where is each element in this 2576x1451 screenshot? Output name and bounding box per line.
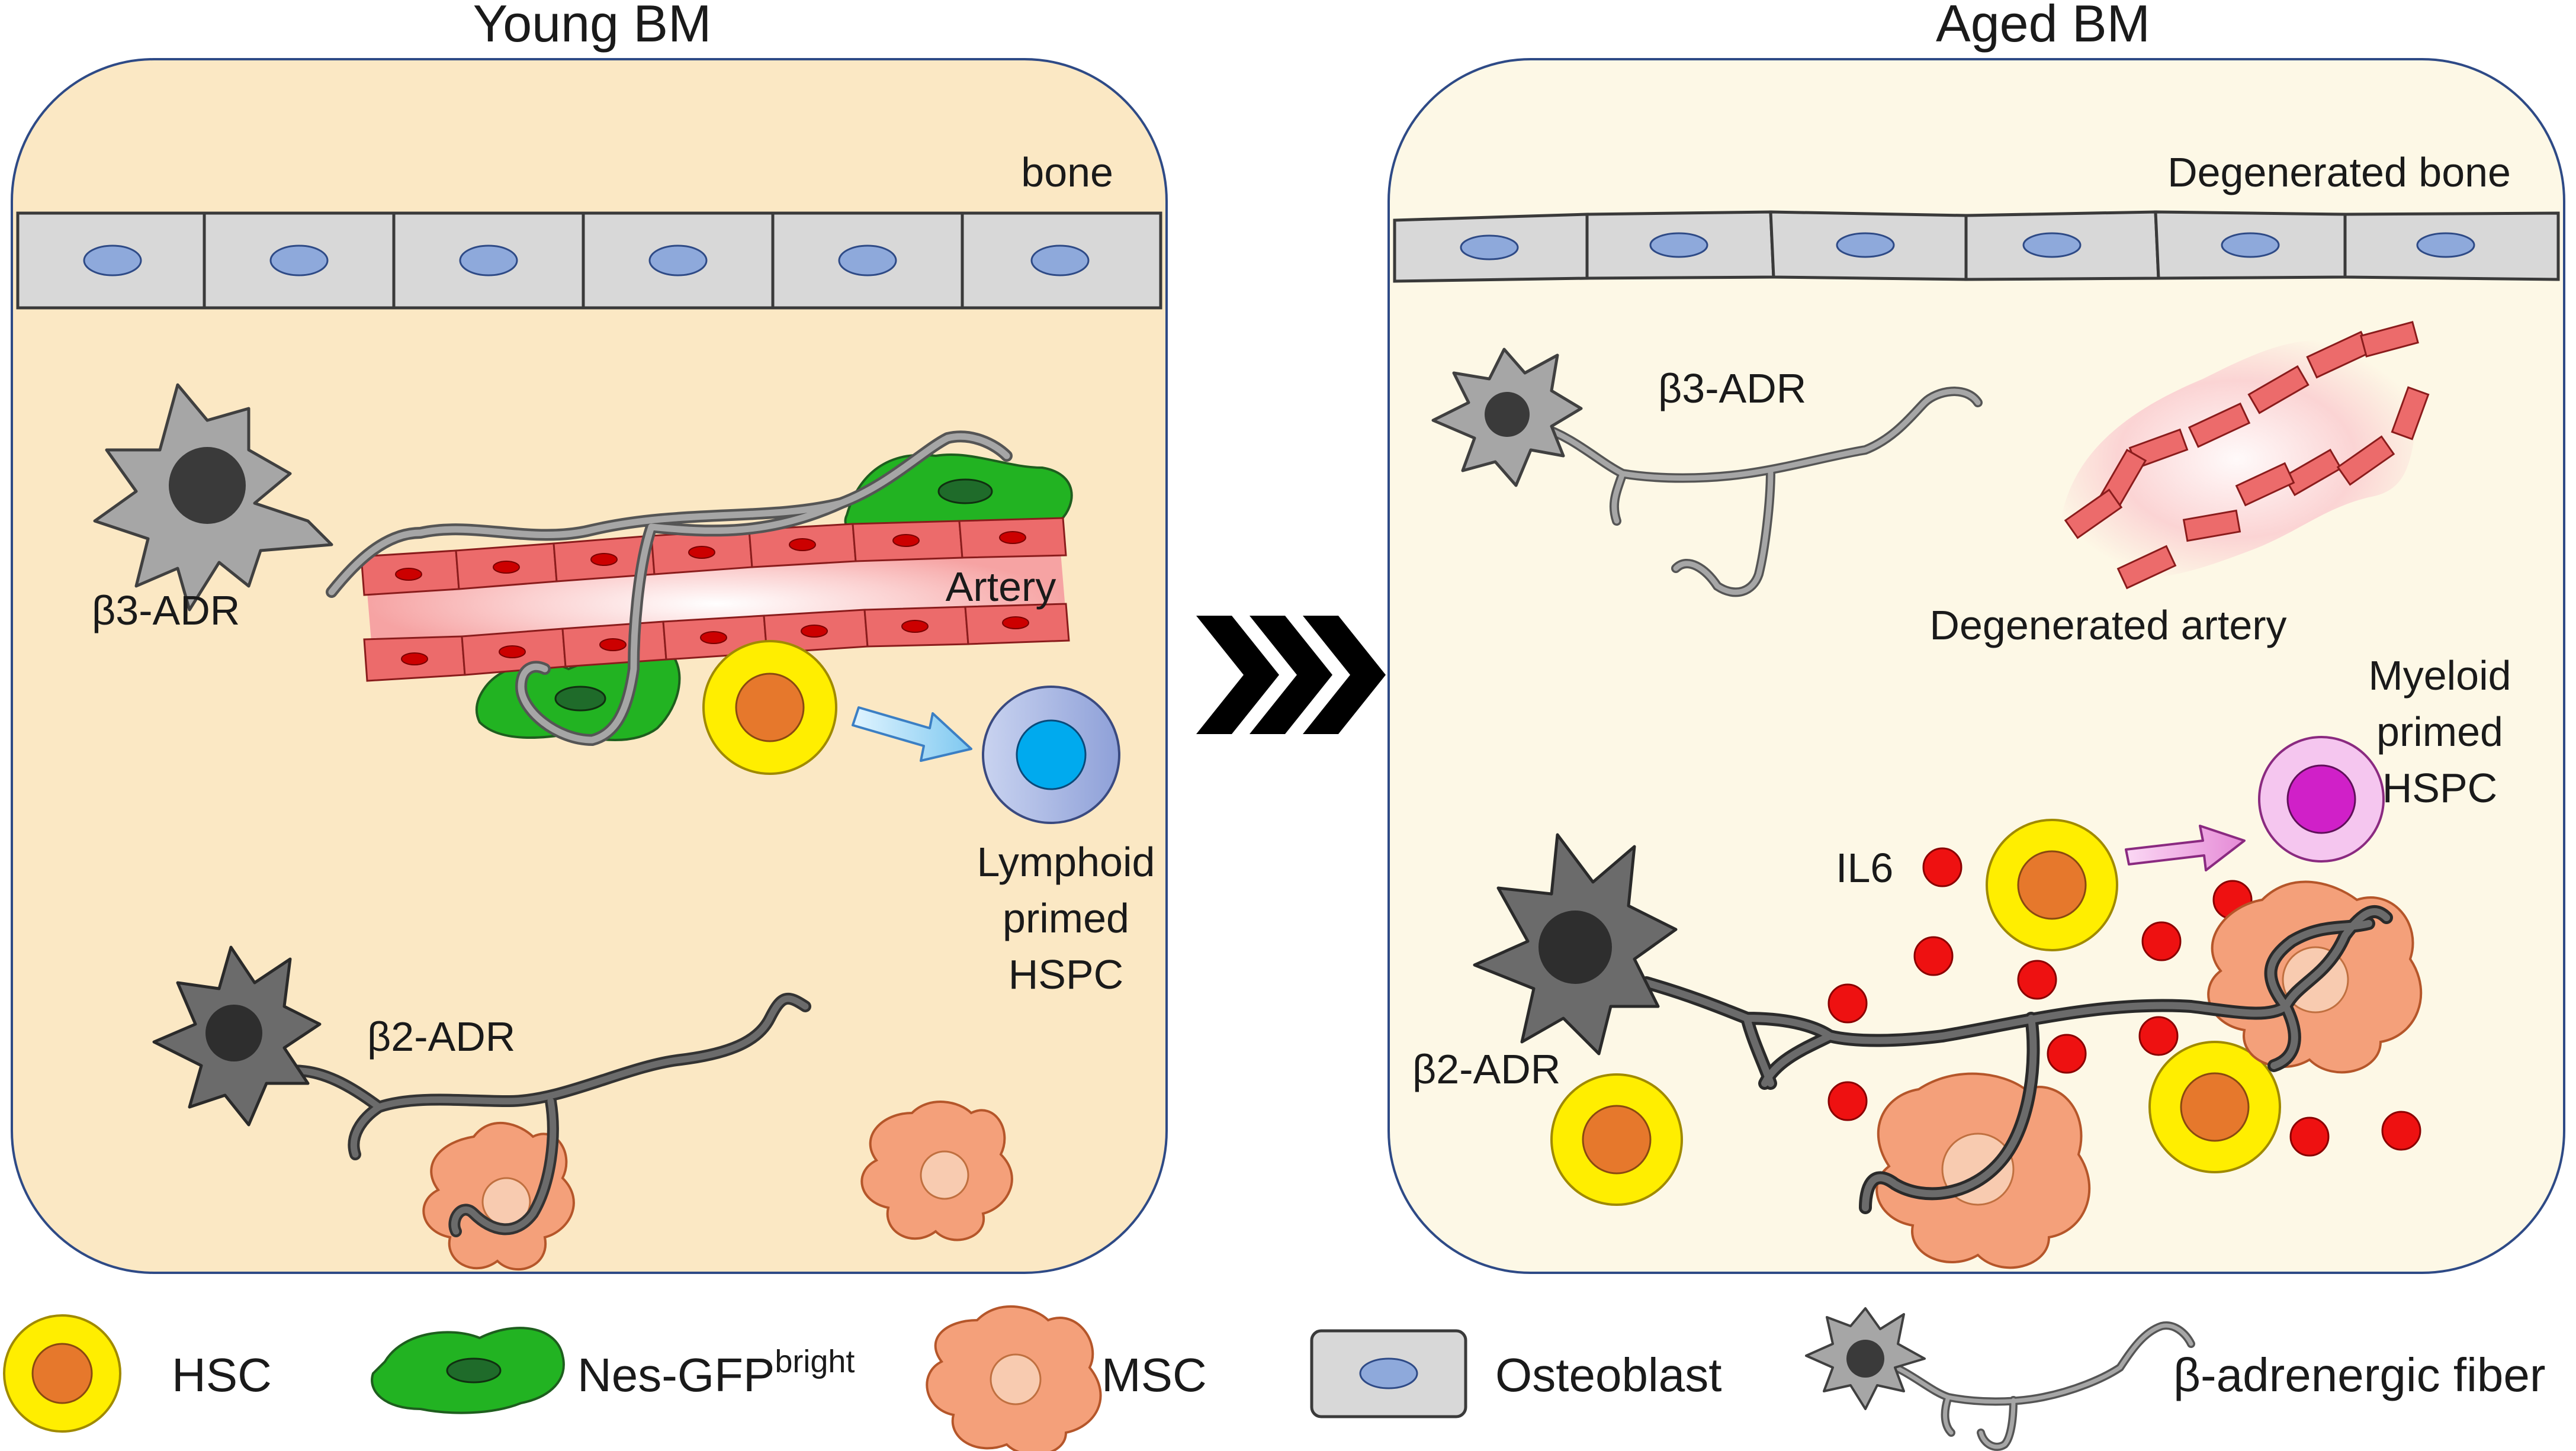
- young-primed-line-2: primed: [1003, 895, 1129, 941]
- young-beta2-neuron: [152, 945, 811, 1237]
- legend-hsc-icon: [3, 1314, 121, 1433]
- young-panel-title: Young BM: [473, 0, 712, 53]
- young-artery-label: Artery: [946, 564, 1056, 610]
- progression-chevrons: [1196, 616, 1386, 734]
- young-differentiation-arrow: [852, 706, 972, 762]
- young-bone-label: bone: [1021, 149, 1113, 195]
- aged-bm-panel: Degenerated bone β3-ADR: [1387, 58, 2565, 1274]
- aged-hsc-2: [1550, 1073, 1683, 1206]
- aged-panel-title: Aged BM: [1936, 0, 2150, 53]
- aged-primed-line-2: primed: [2376, 709, 2503, 755]
- legend-nes-gfp-icon: [371, 1327, 565, 1414]
- legend-nes-gfp-superscript: bright: [775, 1344, 855, 1379]
- aged-differentiation-arrow: [2125, 825, 2246, 871]
- young-hsc: [702, 640, 837, 775]
- nes-gfp-nucleus-top: [937, 478, 993, 504]
- young-beta2-label: β2-ADR: [367, 1014, 515, 1060]
- aged-primed-line-1: Myeloid: [2368, 652, 2511, 699]
- aged-primed-line-3: HSPC: [2382, 765, 2497, 811]
- il6-particles: [1827, 847, 2421, 1157]
- aged-beta3-label: β3-ADR: [1658, 365, 1806, 411]
- young-bone-layer: [16, 211, 1162, 310]
- legend-msc-label: MSC: [1101, 1349, 1207, 1401]
- aged-beta2-neuron: [1473, 833, 2393, 1214]
- aged-hsc-1: [1986, 819, 2118, 951]
- young-beta3-neuron: [93, 383, 1013, 747]
- aged-bone-label: Degenerated bone: [2167, 149, 2511, 195]
- young-primed-line-1: Lymphoid: [977, 839, 1155, 885]
- legend-hsc-label: HSC: [172, 1349, 272, 1401]
- young-primed-line-3: HSPC: [1008, 951, 1123, 998]
- legend: HSC Nes-GFPbright MSC Osteoblast β-adren…: [3, 1305, 2546, 1451]
- young-artery: [360, 517, 1070, 682]
- legend-fiber-label: β-adrenergic fiber: [2173, 1349, 2546, 1401]
- young-beta3-label: β3-ADR: [92, 587, 240, 633]
- legend-nes-gfp-base: Nes-GFP: [577, 1349, 775, 1401]
- degenerated-artery: [2056, 321, 2430, 590]
- legend-nes-gfp-label: Nes-GFPbright: [577, 1344, 855, 1401]
- il6-label: IL6: [1836, 845, 1893, 891]
- legend-osteoblast-label: Osteoblast: [1495, 1349, 1721, 1401]
- myeloid-primed-hspc: [2258, 736, 2385, 863]
- aged-beta3-neuron: [1431, 348, 1983, 597]
- legend-msc-icon: [926, 1305, 1102, 1451]
- aged-artery-label: Degenerated artery: [1929, 602, 2286, 648]
- legend-osteoblast-icon: [1310, 1329, 1467, 1418]
- young-bm-panel: bone: [11, 58, 1168, 1274]
- legend-fiber-icon: [1805, 1307, 2195, 1451]
- lymphoid-primed-hspc: [982, 686, 1120, 824]
- aged-hsc-3: [2148, 1041, 2281, 1173]
- nes-gfp-nucleus-bottom: [554, 686, 606, 712]
- aged-beta2-label: β2-ADR: [1412, 1046, 1560, 1092]
- aged-bone-layer: [1393, 210, 2560, 283]
